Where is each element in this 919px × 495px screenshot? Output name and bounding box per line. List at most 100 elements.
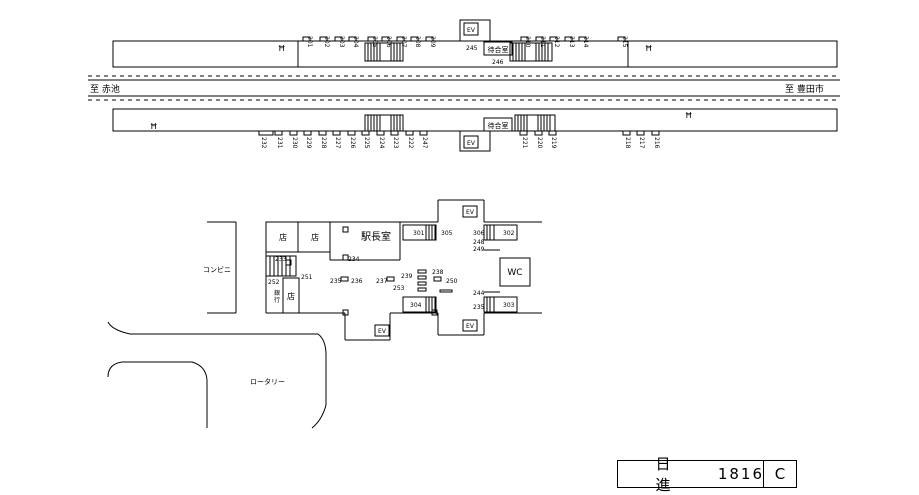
ticket-gates	[417, 269, 453, 293]
gate-number: 303	[503, 302, 515, 309]
point-number: 249	[473, 246, 485, 253]
tracks: 至 赤池 至 豊田市	[88, 75, 840, 101]
point-number: 235	[330, 278, 342, 285]
gate-number: 301	[413, 230, 425, 237]
ev-label: EV	[378, 328, 387, 335]
phone-icon: Ħ	[150, 122, 157, 131]
point-number: 227	[334, 137, 341, 149]
point-number: 244	[473, 290, 485, 297]
point-number: 221	[521, 137, 528, 149]
point-number: 218	[624, 137, 631, 149]
point-number: 234	[348, 256, 360, 263]
point-number: 239	[401, 273, 413, 280]
phone-icon: Ħ	[278, 44, 285, 53]
phone-icon: Ħ	[685, 111, 692, 120]
point-number: 207	[400, 36, 407, 48]
ev-label-lower: EV	[467, 140, 476, 147]
point-number: 231	[276, 137, 283, 149]
gate-number: 305	[441, 230, 453, 237]
shop-label: 店	[287, 291, 295, 301]
stairs-concourse-left	[265, 255, 297, 277]
point-number: 235	[473, 304, 485, 311]
point-number: 246	[492, 59, 504, 66]
point-number: 225	[363, 137, 370, 149]
point-number: 211	[539, 36, 546, 48]
point-number: 248	[473, 239, 485, 246]
gate-stairs	[425, 224, 495, 313]
east-direction-label: 至 豊田市	[785, 83, 824, 95]
point-number: 206	[385, 36, 392, 48]
phone-icon: Ħ	[645, 44, 652, 53]
point-number: 216	[653, 137, 660, 149]
elevator-upper	[463, 22, 479, 36]
lower-number-tags	[258, 130, 660, 136]
point-number: 252	[268, 279, 280, 286]
point-number: 212	[553, 36, 560, 48]
waiting-room-upper: 待合室	[488, 45, 509, 54]
station-code: 1816	[717, 465, 764, 483]
point-number: 213	[568, 36, 575, 48]
point-number: 233	[275, 256, 287, 263]
point-number: 236	[351, 278, 363, 285]
point-number: 210	[524, 36, 531, 48]
point-number: 209	[429, 36, 436, 48]
bank-label: 銀	[274, 289, 280, 297]
point-number: 222	[407, 137, 414, 149]
lower-number-labels: 232 231 230 229 228 227 226 225 224 223 …	[260, 137, 660, 149]
point-number: 215	[621, 36, 628, 48]
point-number: 250	[446, 278, 458, 285]
point-number: 224	[378, 137, 385, 149]
concourse: 店 店 駅長室 店 銀 行 301 304 302 303 305 306	[265, 199, 542, 341]
point-number: 208	[414, 36, 421, 48]
point-number: 220	[536, 137, 543, 149]
point-number: 229	[305, 137, 312, 149]
point-number: 223	[392, 137, 399, 149]
concourse-points: 233 234 235 236 237 238 239 250 251 252 …	[268, 239, 485, 311]
stairs-lower-left	[364, 114, 404, 132]
stairs-upper-right	[509, 42, 553, 62]
stairs-upper-left	[364, 42, 404, 62]
convenience-store-label: コンビニ	[203, 265, 231, 274]
gate-number: 302	[503, 230, 515, 237]
point-number: 226	[349, 137, 356, 149]
upper-number-tags	[302, 36, 626, 42]
west-direction-label: 至 赤池	[90, 83, 120, 95]
point-number: 203	[338, 36, 345, 48]
point-number: 232	[260, 137, 267, 149]
point-number: 214	[582, 36, 589, 48]
gate-number: 304	[410, 302, 422, 309]
station-title-box: 日 進 1816 C	[617, 455, 797, 494]
upper-platform: EV 待合室 Ħ Ħ	[112, 19, 838, 68]
station-name: 日 進	[655, 455, 689, 494]
point-number: 247	[421, 137, 428, 149]
ev-label: EV	[466, 323, 475, 330]
point-number: 245	[466, 45, 478, 52]
point-number: 251	[301, 274, 313, 281]
gate-number: 306	[473, 230, 485, 237]
upper-number-labels: 201 202 203 204 205 206 207 208 209 210 …	[306, 36, 628, 48]
station-rank: C	[774, 465, 786, 483]
point-number: 230	[291, 137, 298, 149]
lower-platform: EV 待合室 Ħ Ħ	[112, 108, 838, 152]
surroundings: コンビニ ロータリー	[107, 221, 327, 429]
ev-label: EV	[466, 209, 475, 216]
shop-label: 店	[279, 232, 287, 242]
point-number: 228	[320, 137, 327, 149]
point-number: 217	[638, 137, 645, 149]
point-number: 253	[393, 285, 405, 292]
point-number: 205	[371, 36, 378, 48]
wc-label: WC	[507, 268, 522, 278]
point-number: 204	[352, 36, 359, 48]
rotary-label: ロータリー	[250, 377, 285, 386]
point-number: 237	[376, 278, 388, 285]
shop-label: 店	[311, 232, 319, 242]
point-number: 219	[550, 137, 557, 149]
stairs-lower-right	[514, 114, 556, 132]
ev-label-upper: EV	[467, 27, 476, 34]
title-divider	[763, 461, 764, 487]
station-office-label: 駅長室	[361, 230, 391, 243]
bank-label: 行	[274, 296, 280, 304]
point-number: 201	[306, 36, 313, 48]
point-number: 238	[432, 269, 444, 276]
